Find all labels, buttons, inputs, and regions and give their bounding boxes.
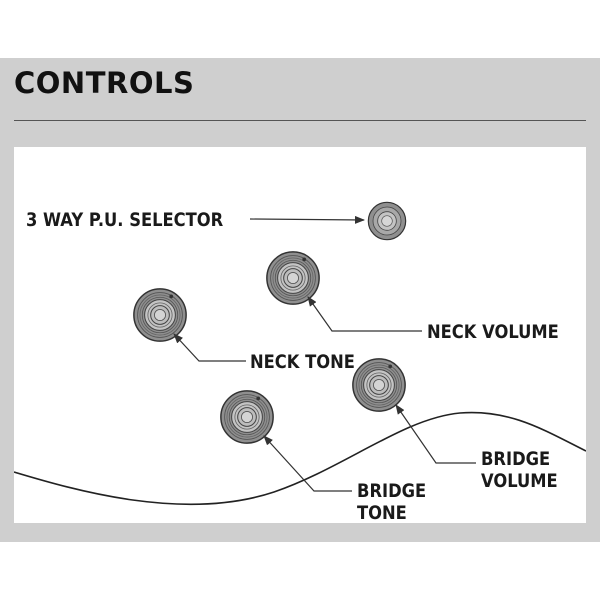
controls-diagram: 3 WAY P.U. SELECTOR NECK VOLUME NECK TON… [13, 147, 587, 524]
neck-volume-knob [266, 251, 320, 305]
title-divider [14, 120, 586, 121]
bridge-volume-leader-line [395, 404, 476, 464]
pickup-selector-knob [367, 201, 407, 241]
selector-leader-line [249, 215, 365, 224]
bridge-tone-label-line2: TONE [357, 503, 407, 523]
bridge-volume-label-line1: BRIDGE [481, 449, 550, 470]
neck-volume-label: NECK VOLUME [427, 322, 559, 343]
bridge-tone-label-line1: BRIDGE [357, 481, 426, 502]
controls-diagram-svg: 3 WAY P.U. SELECTOR NECK VOLUME NECK TON… [13, 201, 587, 524]
neck-volume-leader-line [307, 296, 422, 332]
bridge-volume-label-line2: VOLUME [481, 471, 558, 492]
neck-tone-leader-line [173, 333, 246, 362]
selector-label: 3 WAY P.U. SELECTOR [26, 210, 224, 231]
bridge-volume-knob [352, 358, 406, 412]
bridge-tone-leader-line [263, 435, 352, 492]
guitar-body-outline [13, 411, 587, 506]
page-title: CONTROLS [14, 66, 195, 100]
bridge-tone-knob [220, 390, 274, 444]
neck-tone-knob [133, 288, 187, 342]
neck-tone-label: NECK TONE [250, 352, 355, 373]
